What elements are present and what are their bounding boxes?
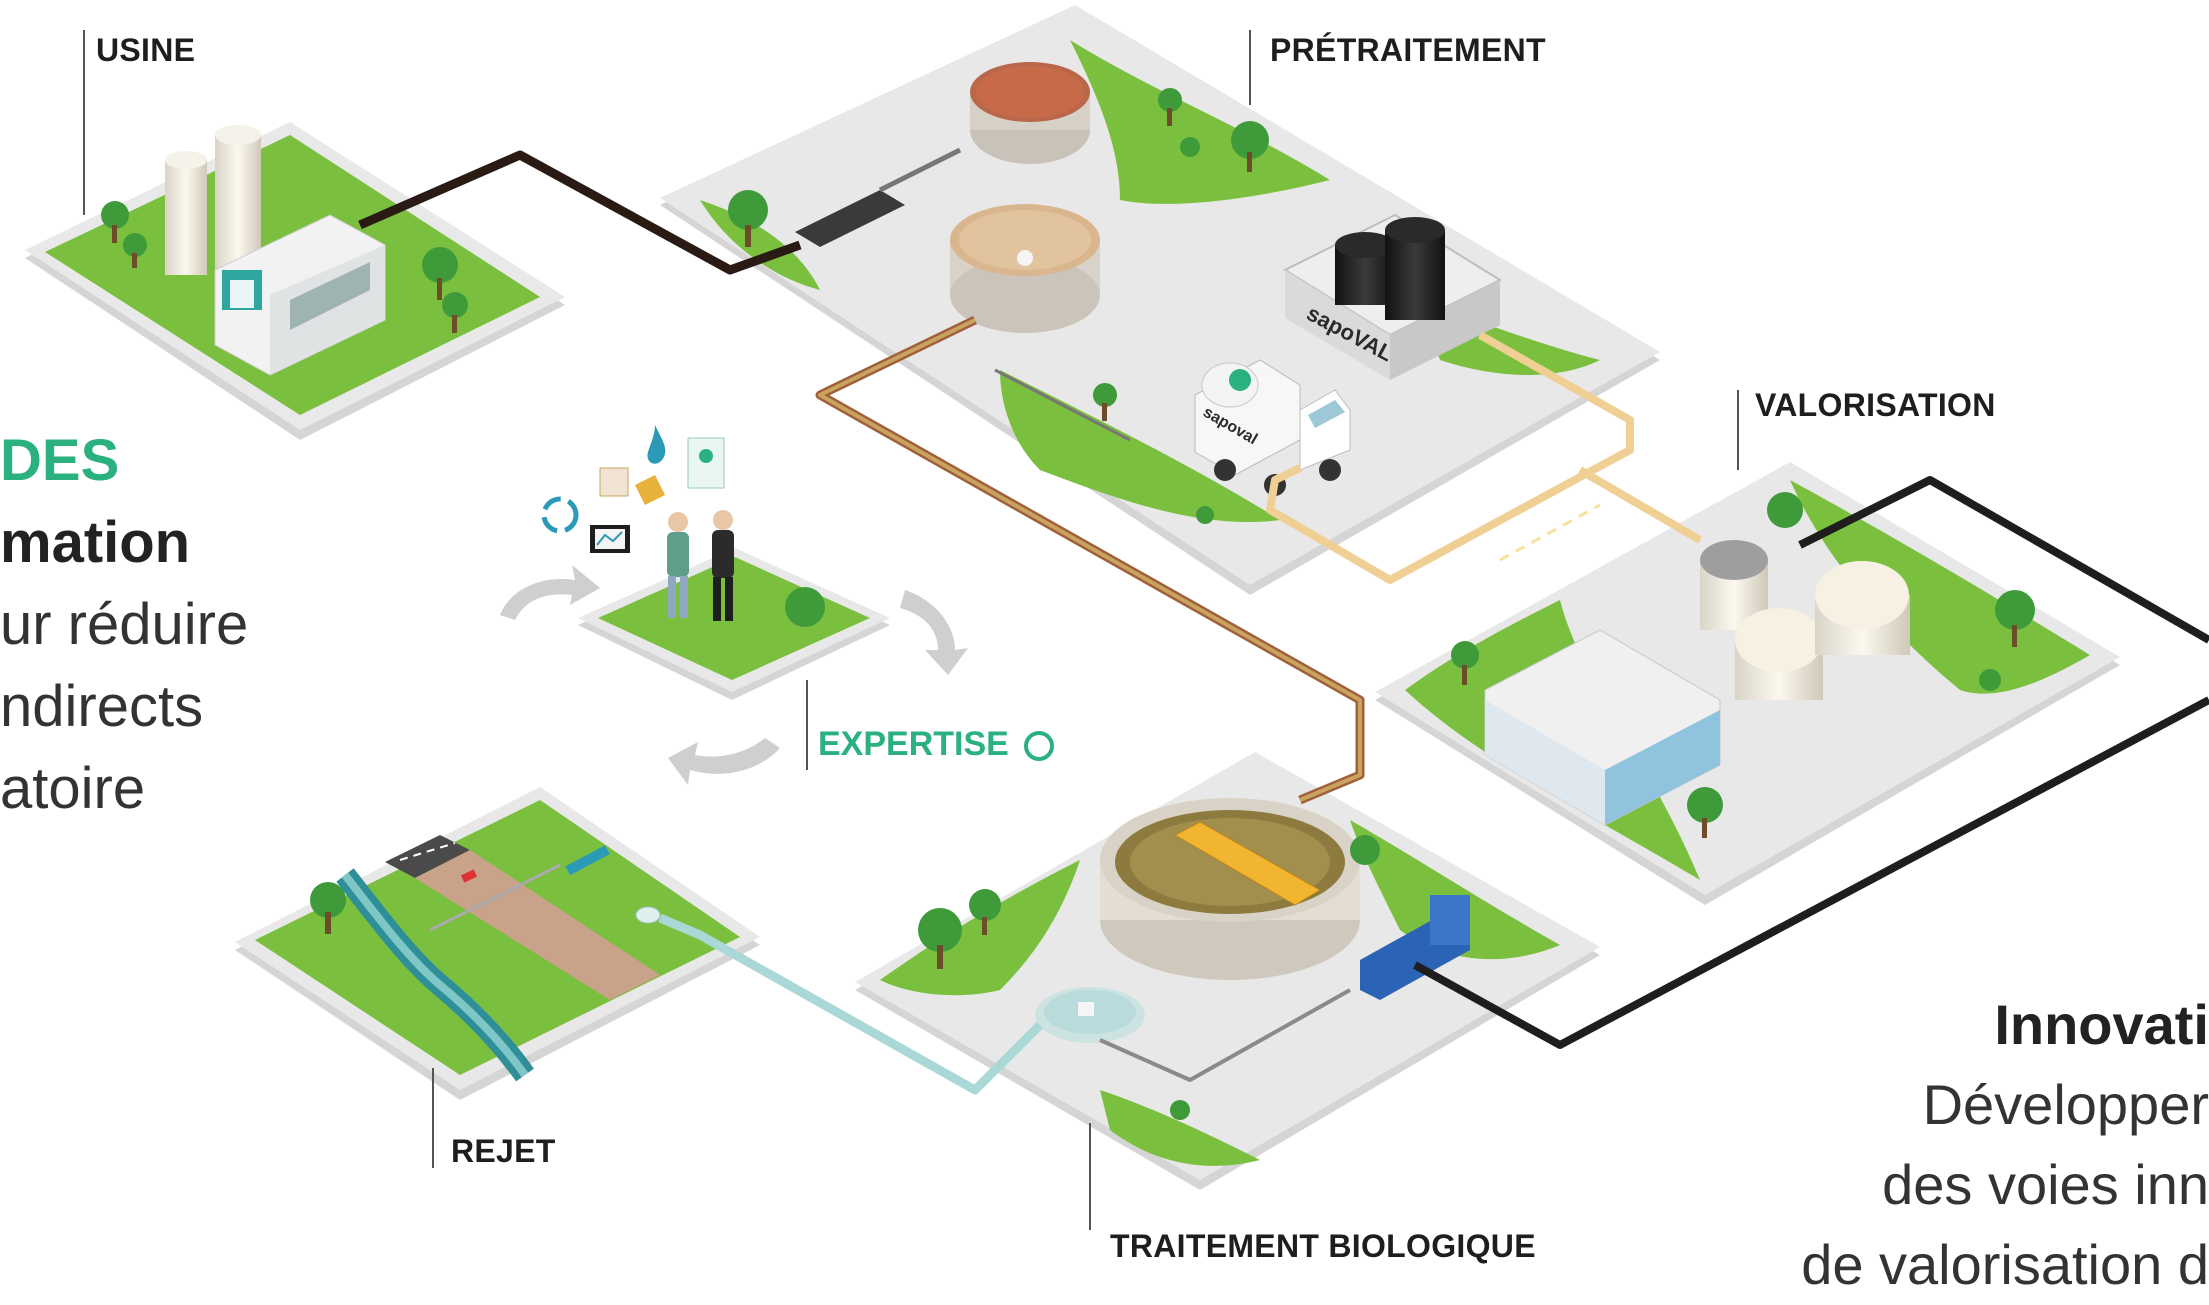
- left-text-line-1: DES: [0, 428, 120, 493]
- truck: sapoval: [1194, 359, 1351, 496]
- left-text-line-4: ndirects: [0, 674, 204, 739]
- right-text-line-1: Innovati: [1994, 993, 2209, 1056]
- pipe-valorisation-loop: [1798, 476, 2209, 644]
- label-traitement-biologique: TRAITEMENT BIOLOGIQUE: [1110, 1228, 1536, 1264]
- pretraitement-platform: sapoVAL sapoval: [660, 5, 1660, 595]
- label-expertise: EXPERTISE: [818, 725, 1055, 764]
- label-pretraitement: PRÉTRAITEMENT: [1270, 32, 1546, 68]
- valorisation-platform: [1375, 462, 2120, 905]
- right-text-line-4: de valorisation d: [1801, 1233, 2209, 1296]
- right-text-line-3: des voies inn: [1882, 1153, 2209, 1216]
- traitement-biologique-platform: [855, 752, 1600, 1190]
- pipe-bio-to-rejet: [658, 913, 1044, 1095]
- label-rejet: REJET: [451, 1133, 556, 1169]
- pipe-pretraitement-to-valorisation: [1266, 331, 1634, 584]
- rejet-platform: [235, 787, 760, 1100]
- right-text-line-2: Développer: [1922, 1073, 2209, 1136]
- pipe-usine-to-pretraitement: [358, 150, 802, 275]
- usine-platform: [25, 122, 565, 440]
- left-text-line-2: mation: [0, 510, 191, 575]
- pipes: [358, 150, 2209, 1095]
- left-text-line-3: ur réduire: [0, 592, 249, 657]
- expertise-platform: [500, 425, 968, 785]
- left-text-line-5: atoire: [0, 756, 146, 821]
- sapoval-logo-icon: [1024, 731, 1055, 762]
- process-diagram: sapoVAL sapoval: [25, 5, 2209, 1230]
- left-cropped-text: DES mation ur réduire ndirects atoire: [0, 420, 248, 830]
- label-usine: USINE: [96, 32, 196, 68]
- right-cropped-text: Innovati Développer des voies inn de val…: [1669, 985, 2209, 1305]
- expertise-text: EXPERTISE: [818, 725, 1009, 763]
- label-valorisation: VALORISATION: [1755, 387, 1996, 423]
